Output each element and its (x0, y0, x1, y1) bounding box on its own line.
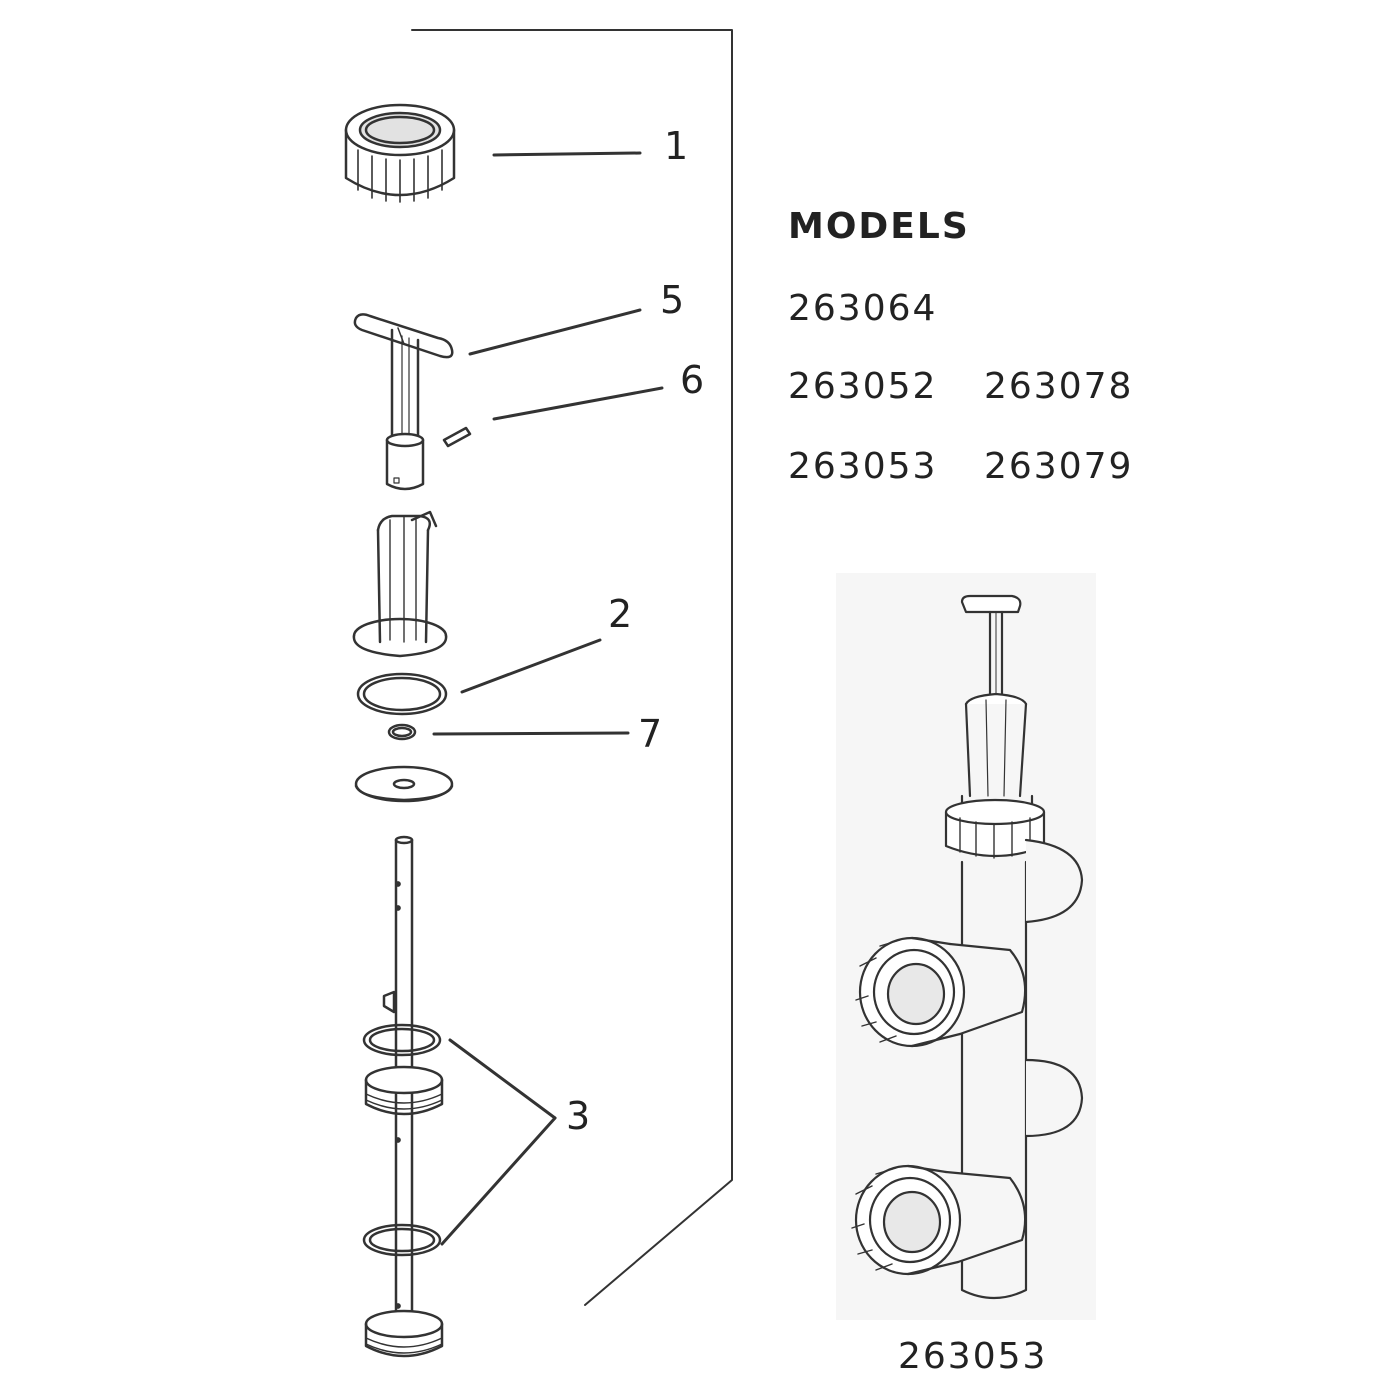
union-nut-part-1 (344, 103, 456, 203)
divider-line (411, 29, 733, 1306)
model-number: 263052 (788, 366, 938, 407)
model-number: 263064 (788, 288, 938, 329)
oring-part-7 (387, 723, 417, 741)
leader-line-3b (440, 1116, 557, 1246)
models-heading: MODELS (788, 206, 970, 247)
washer (354, 765, 454, 803)
callout-5: 5 (660, 278, 685, 322)
callout-7: 7 (638, 712, 663, 756)
assembly-caption: 263053 (898, 1336, 1048, 1377)
stem-piston (364, 835, 444, 1358)
model-number: 263053 (788, 446, 938, 487)
model-number: 263079 (984, 446, 1134, 487)
pin-part-6 (442, 426, 472, 448)
stem-guide-body (352, 510, 448, 658)
leader-line-6 (492, 386, 664, 421)
leader-line-2 (460, 638, 602, 694)
t-handle-part-5 (353, 313, 454, 491)
leader-line-5 (468, 308, 642, 356)
leader-line-3a (448, 1038, 557, 1120)
oring-part-3-lower (362, 1223, 442, 1257)
oring-part-3-upper (362, 1023, 442, 1057)
callout-3: 3 (566, 1094, 591, 1138)
leader-line-7 (432, 731, 630, 736)
callout-1: 1 (664, 124, 689, 168)
callout-6: 6 (680, 358, 705, 402)
callout-2: 2 (608, 592, 633, 636)
oring-part-2 (356, 672, 448, 716)
leader-line-1 (492, 151, 642, 157)
model-number: 263078 (984, 366, 1134, 407)
